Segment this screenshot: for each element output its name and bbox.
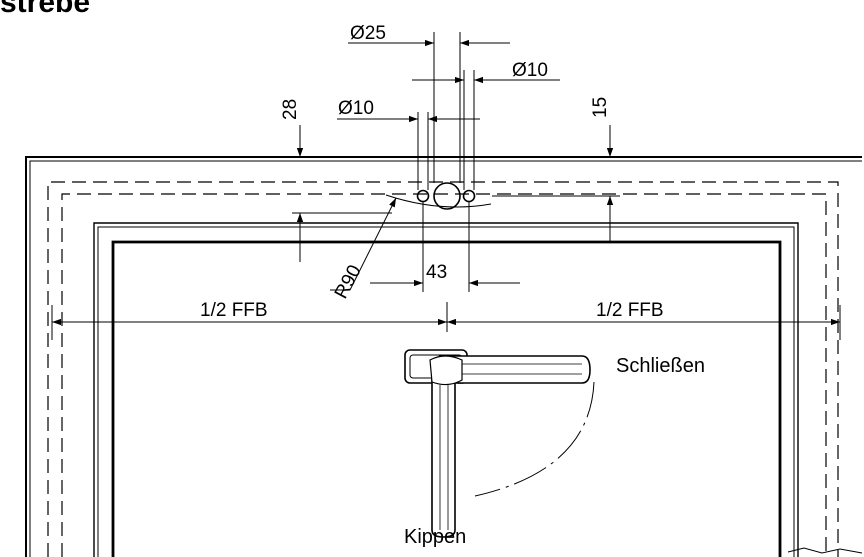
frame-outline: [25, 156, 862, 557]
extension-lines: [51, 32, 841, 340]
hole-25: [433, 182, 461, 210]
dimension-lines: [52, 39, 840, 326]
dim-28: 28: [280, 99, 301, 120]
dim-d25: Ø25: [350, 23, 386, 44]
window-handle: [404, 349, 591, 538]
rotation-arc: [474, 381, 595, 497]
hidden-lines: [47, 181, 839, 557]
dim-43: 43: [426, 262, 447, 283]
dim-15: 15: [590, 97, 611, 118]
holes: [416, 182, 476, 210]
title-fragment: strebe: [0, 0, 90, 19]
sash-outline: [93, 222, 799, 557]
label-kippen: Kippen: [404, 526, 466, 548]
hole-10-right: [462, 189, 476, 203]
hole-10-left: [416, 189, 430, 203]
label-schliessen: Schließen: [616, 355, 705, 377]
dim-d10-left: Ø10: [338, 98, 374, 119]
dim-half-ffb-right: 1/2 FFB: [596, 300, 664, 321]
dim-half-ffb-left: 1/2 FFB: [200, 300, 268, 321]
break-line: [787, 547, 863, 554]
dim-d10-right: Ø10: [512, 60, 548, 81]
r90-arc: [385, 194, 492, 208]
